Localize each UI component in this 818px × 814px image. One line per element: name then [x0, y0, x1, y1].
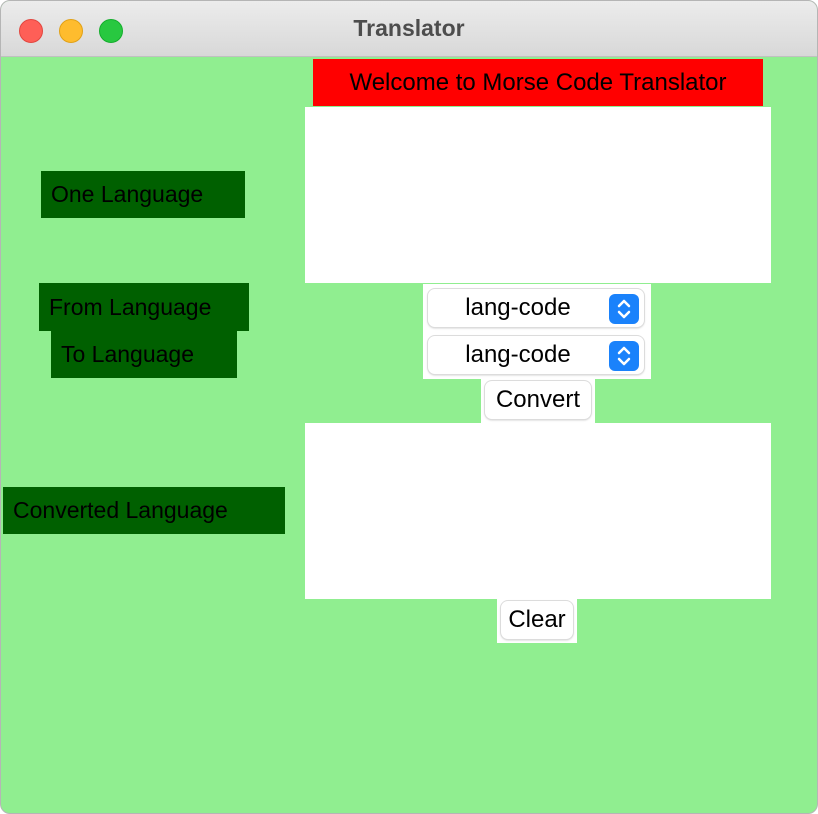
zoom-window-button[interactable] — [99, 19, 123, 43]
from-language-select[interactable]: lang-code — [428, 289, 644, 327]
window-title: Translator — [353, 15, 465, 41]
clear-button[interactable]: Clear — [501, 601, 573, 639]
welcome-banner: Welcome to Morse Code Translator — [313, 59, 763, 106]
to-language-label: To Language — [51, 331, 237, 378]
close-window-button[interactable] — [19, 19, 43, 43]
language-selects-panel: lang-code lang-code — [423, 284, 651, 379]
from-language-label: From Language — [39, 283, 249, 331]
one-language-label: One Language — [41, 171, 245, 218]
from-language-value: lang-code — [465, 294, 571, 321]
to-language-select[interactable]: lang-code — [428, 336, 644, 374]
converted-text-output[interactable] — [305, 423, 771, 599]
minimize-window-button[interactable] — [59, 19, 83, 43]
source-text-input[interactable] — [305, 107, 771, 283]
clear-button-panel: Clear — [497, 599, 577, 643]
convert-button-panel: Convert — [481, 379, 595, 423]
title-bar: Translator — [1, 1, 817, 57]
to-language-value: lang-code — [465, 341, 571, 368]
chevron-up-down-icon — [609, 341, 639, 371]
convert-button[interactable]: Convert — [485, 381, 591, 419]
converted-language-label: Converted Language — [3, 487, 285, 534]
chevron-up-down-icon — [609, 294, 639, 324]
